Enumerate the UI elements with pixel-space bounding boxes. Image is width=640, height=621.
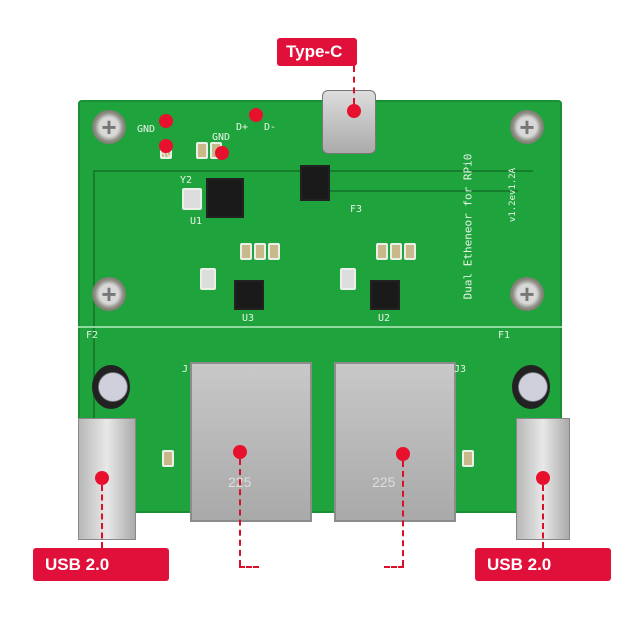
silk-f2: F2	[86, 330, 99, 341]
capacitor	[512, 365, 550, 409]
resistor	[196, 142, 208, 159]
silk-j3: J3	[454, 364, 467, 375]
marker-dot	[249, 108, 263, 122]
rj45-marking: 225	[372, 474, 396, 490]
resistor	[462, 450, 474, 467]
silk-gnd: GND	[212, 132, 231, 143]
resistor	[376, 243, 388, 260]
screw	[92, 110, 126, 144]
resistor	[254, 243, 266, 260]
crystal	[340, 268, 356, 290]
capacitor	[92, 365, 130, 409]
silk-f1: F1	[498, 330, 511, 341]
silk-dminus: D-	[264, 122, 277, 133]
callout-line	[542, 485, 544, 548]
callout-line	[402, 461, 404, 566]
marker-dot	[95, 471, 109, 485]
silk-u2: U2	[378, 313, 391, 324]
resistor	[162, 450, 174, 467]
callout-line	[101, 485, 103, 548]
callout-usb-right: USB 2.0	[475, 548, 611, 581]
resistor	[240, 243, 252, 260]
marker-dot	[536, 471, 550, 485]
screw	[92, 277, 126, 311]
silk-u3: U3	[242, 313, 255, 324]
silk-dplus: D+	[236, 122, 249, 133]
screw	[510, 110, 544, 144]
marker-dot	[215, 146, 229, 160]
silk-board-name: Dual Etheneor for RPi0	[461, 153, 475, 300]
chip-u2	[370, 280, 400, 310]
silk-y2: Y2	[180, 175, 193, 186]
resistor	[268, 243, 280, 260]
callout-line	[384, 566, 404, 568]
silk-j: J	[182, 364, 189, 375]
callout-line	[239, 566, 259, 568]
callout-line	[239, 459, 241, 566]
chip-diode	[300, 165, 330, 201]
screw	[510, 277, 544, 311]
marker-dot	[159, 114, 173, 128]
crystal	[200, 268, 216, 290]
type-c-connector	[322, 90, 376, 154]
callout-type-c: Type-C	[277, 38, 357, 66]
callout-usb-left: USB 2.0	[33, 548, 169, 581]
silk-version: v1.2ev1.2A	[508, 167, 519, 223]
chip-u1	[206, 178, 244, 218]
chip-u3	[234, 280, 264, 310]
silk-f3: F3	[350, 204, 363, 215]
callout-line	[353, 66, 355, 104]
silk-gnd: GND	[137, 124, 156, 135]
resistor	[404, 243, 416, 260]
marker-dot	[233, 445, 247, 459]
silk-5v: 5V	[160, 150, 173, 161]
silk-u1: U1	[190, 216, 203, 227]
rj45-port-left: 225	[190, 362, 312, 522]
crystal-y2	[182, 188, 202, 210]
marker-dot	[159, 139, 173, 153]
pcb-board	[78, 100, 562, 513]
marker-dot	[347, 104, 361, 118]
resistor	[390, 243, 402, 260]
marker-dot	[396, 447, 410, 461]
rj45-port-right: 225	[334, 362, 456, 522]
